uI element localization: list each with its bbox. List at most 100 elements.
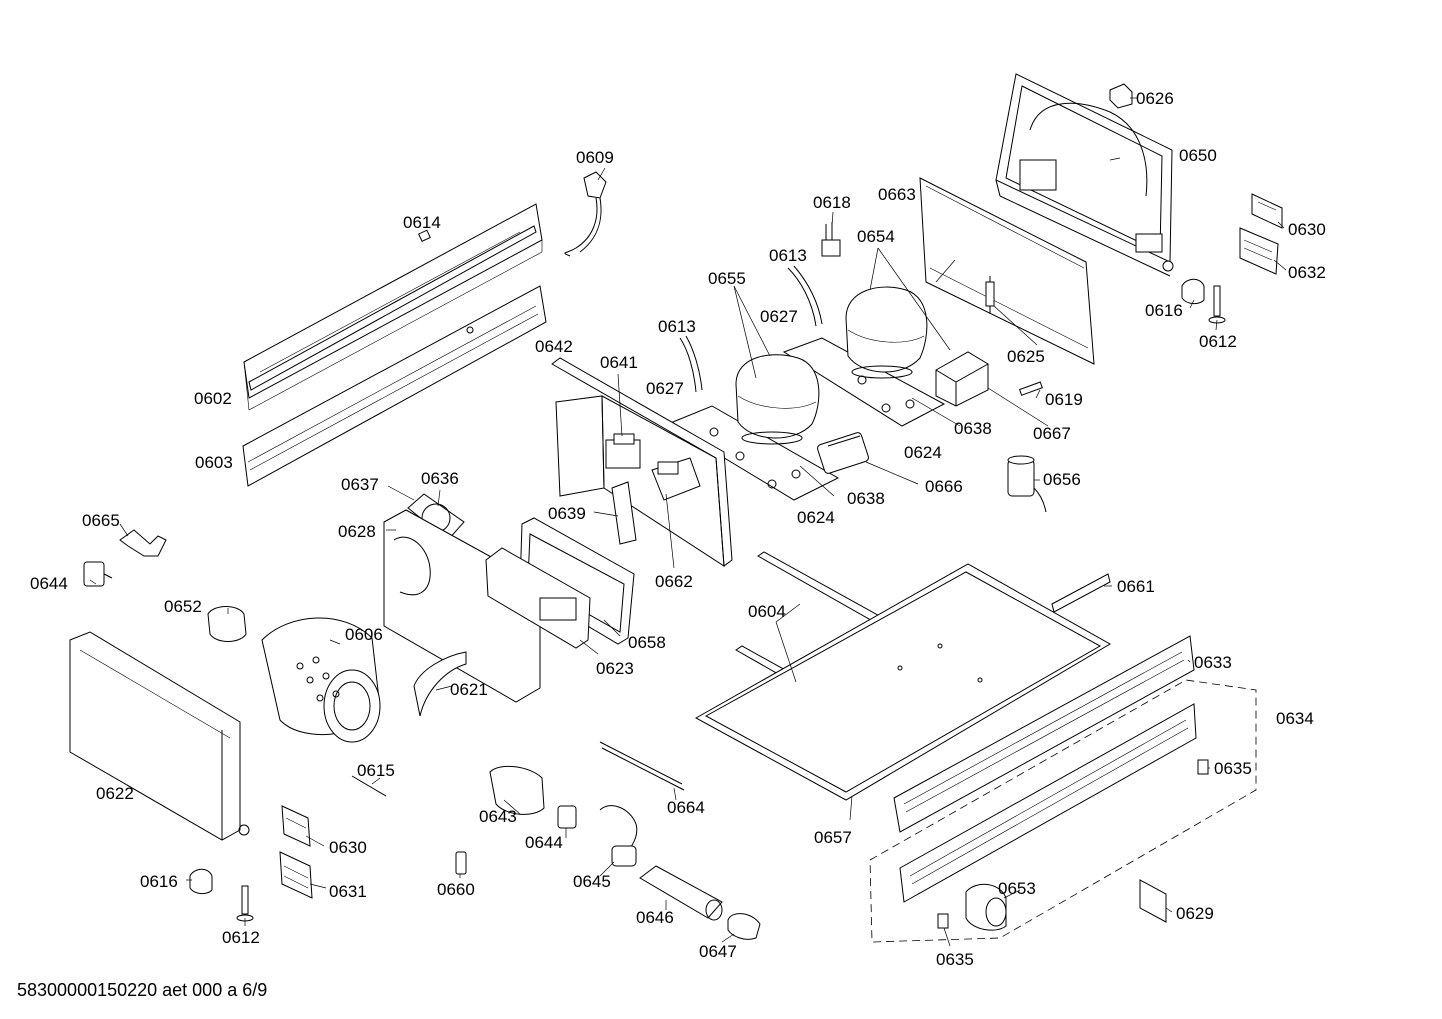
label-0644-lower: 0644 <box>525 833 563 852</box>
label-0602: 0602 <box>194 389 232 408</box>
label-0624-upper: 0624 <box>904 443 942 462</box>
label-0606: 0606 <box>345 625 383 644</box>
part-0616-foot-top <box>1181 278 1205 305</box>
part-0624-plate-upper <box>782 337 946 427</box>
part-0663-panel <box>919 177 1095 365</box>
part-0652-cylinder <box>207 606 247 642</box>
label-0657: 0657 <box>814 828 852 847</box>
label-0664: 0664 <box>667 798 705 817</box>
part-0657-base-tray <box>694 563 1112 801</box>
label-0639: 0639 <box>548 504 586 523</box>
label-0653: 0653 <box>998 879 1036 898</box>
label-0623: 0623 <box>596 659 634 678</box>
part-0619-terminal <box>1018 381 1043 396</box>
label-0630-top: 0630 <box>1288 220 1326 239</box>
part-0622-panel <box>69 631 250 841</box>
part-0634-grille <box>899 703 1197 903</box>
label-0632: 0632 <box>1288 263 1326 282</box>
label-0638-lower: 0638 <box>847 489 885 508</box>
label-0619: 0619 <box>1045 390 1083 409</box>
part-0624-plate-lower <box>666 405 840 501</box>
part-0666-fan-motor <box>817 432 869 474</box>
label-0626: 0626 <box>1136 89 1174 108</box>
label-0665: 0665 <box>82 511 120 530</box>
callout-labels: 0602 0603 0604 0606 0609 0612 0612 0613 … <box>30 89 1326 969</box>
part-0612-screw-lower <box>236 885 254 922</box>
label-0663: 0663 <box>878 185 916 204</box>
part-0667-control-box <box>935 351 989 407</box>
label-0642: 0642 <box>535 337 573 356</box>
part-0656-capacitor <box>1007 455 1047 513</box>
part-0618-relay <box>821 222 841 257</box>
label-0636: 0636 <box>421 469 459 488</box>
part-0644-valve-lower <box>557 805 577 829</box>
label-0650: 0650 <box>1179 146 1217 165</box>
part-0626-clip <box>1109 83 1133 109</box>
part-0602-panel <box>243 203 543 411</box>
label-0612-lower: 0612 <box>222 928 260 947</box>
part-0603-panel <box>242 285 547 487</box>
part-0630-bracket-top <box>1251 193 1283 229</box>
label-0631: 0631 <box>329 882 367 901</box>
label-0616-lower: 0616 <box>140 872 178 891</box>
label-0666: 0666 <box>925 477 963 496</box>
label-0613-upper: 0613 <box>769 246 807 265</box>
label-0646: 0646 <box>636 908 674 927</box>
label-0624-lower: 0624 <box>797 508 835 527</box>
part-0660-spacer <box>455 851 467 875</box>
label-0613-lower: 0613 <box>658 317 696 336</box>
part-0646-filter <box>639 865 723 921</box>
leader-lines <box>89 97 1287 947</box>
part-0647-cap <box>727 913 761 940</box>
part-0613-tube-lower-b <box>685 335 703 391</box>
part-0633-grille <box>893 635 1195 833</box>
part-0612-screw-top <box>1208 285 1226 324</box>
label-0634: 0634 <box>1276 709 1314 728</box>
part-0615-sensor <box>351 775 387 797</box>
label-0630-lower: 0630 <box>329 838 367 857</box>
label-0621: 0621 <box>450 680 488 699</box>
label-0614: 0614 <box>403 213 441 232</box>
part-0630-bracket-lower <box>281 805 311 847</box>
part-0621-bracket <box>413 651 467 717</box>
label-0643: 0643 <box>479 807 517 826</box>
part-0655-compressor <box>735 354 820 445</box>
label-0616-top: 0616 <box>1145 301 1183 320</box>
part-0616-foot-lower <box>189 868 213 895</box>
part-0653-cylinder <box>965 883 1007 931</box>
label-0604: 0604 <box>748 602 786 621</box>
part-0634-assembly-outline <box>869 679 1257 943</box>
label-0647: 0647 <box>699 942 737 961</box>
label-0615: 0615 <box>357 761 395 780</box>
part-0635-clip-right <box>1197 759 1209 775</box>
label-0627-upper: 0627 <box>760 307 798 326</box>
label-0644-left: 0644 <box>30 574 68 593</box>
part-0639-duct <box>611 481 637 545</box>
part-0664-strap <box>599 741 685 791</box>
label-0627-lower: 0627 <box>646 379 684 398</box>
label-0609: 0609 <box>576 148 614 167</box>
part-0625-drier <box>985 276 995 314</box>
part-0613-tube-upper <box>787 267 817 327</box>
part-0641-holder <box>605 433 641 469</box>
label-0667: 0667 <box>1033 424 1071 443</box>
part-0661-rail <box>1051 573 1111 613</box>
label-0633: 0633 <box>1194 653 1232 672</box>
label-0629: 0629 <box>1176 904 1214 923</box>
drawing-reference-number: 58300000150220 aet 000 a 6/9 <box>17 980 268 1000</box>
part-0606-fan-housing <box>261 617 381 743</box>
label-0662: 0662 <box>655 572 693 591</box>
label-0622: 0622 <box>96 784 134 803</box>
label-0658: 0658 <box>628 633 666 652</box>
label-0603: 0603 <box>195 453 233 472</box>
part-0629-bracket <box>1139 879 1167 923</box>
label-0618: 0618 <box>813 193 851 212</box>
label-0628: 0628 <box>338 522 376 541</box>
label-0612-top: 0612 <box>1199 332 1237 351</box>
label-0660: 0660 <box>437 880 475 899</box>
label-0656: 0656 <box>1043 470 1081 489</box>
part-0628-panel <box>383 509 541 703</box>
part-0632-bracket <box>1239 227 1279 275</box>
